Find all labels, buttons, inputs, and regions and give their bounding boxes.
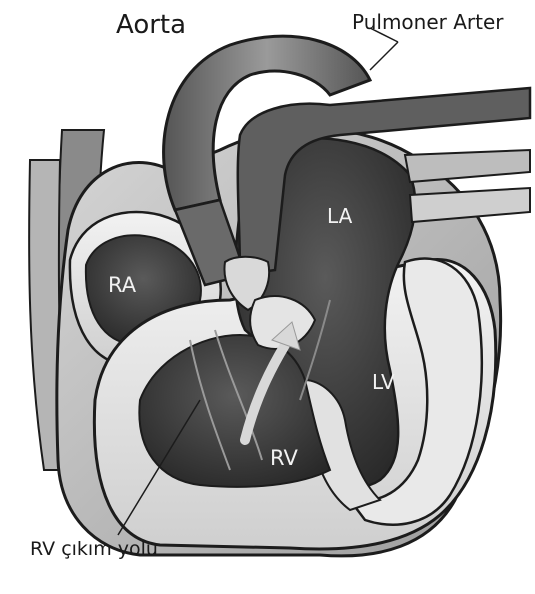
left-atrium-label: LA bbox=[327, 206, 352, 226]
pulmonary-vein-lower bbox=[410, 188, 530, 222]
pulmonary-artery-label: Pulmoner Arter bbox=[352, 12, 504, 32]
right-ventricle-label: RV bbox=[270, 448, 298, 469]
rv-outflow-label: RV çıkım yolu bbox=[30, 540, 158, 559]
pulmonary-artery-leader-2 bbox=[370, 42, 398, 70]
right-atrium-label: RA bbox=[108, 275, 136, 296]
left-ventricle-label: LV bbox=[372, 372, 395, 392]
aorta-label: Aorta bbox=[116, 12, 186, 38]
pulmonary-vein-upper bbox=[405, 150, 530, 182]
